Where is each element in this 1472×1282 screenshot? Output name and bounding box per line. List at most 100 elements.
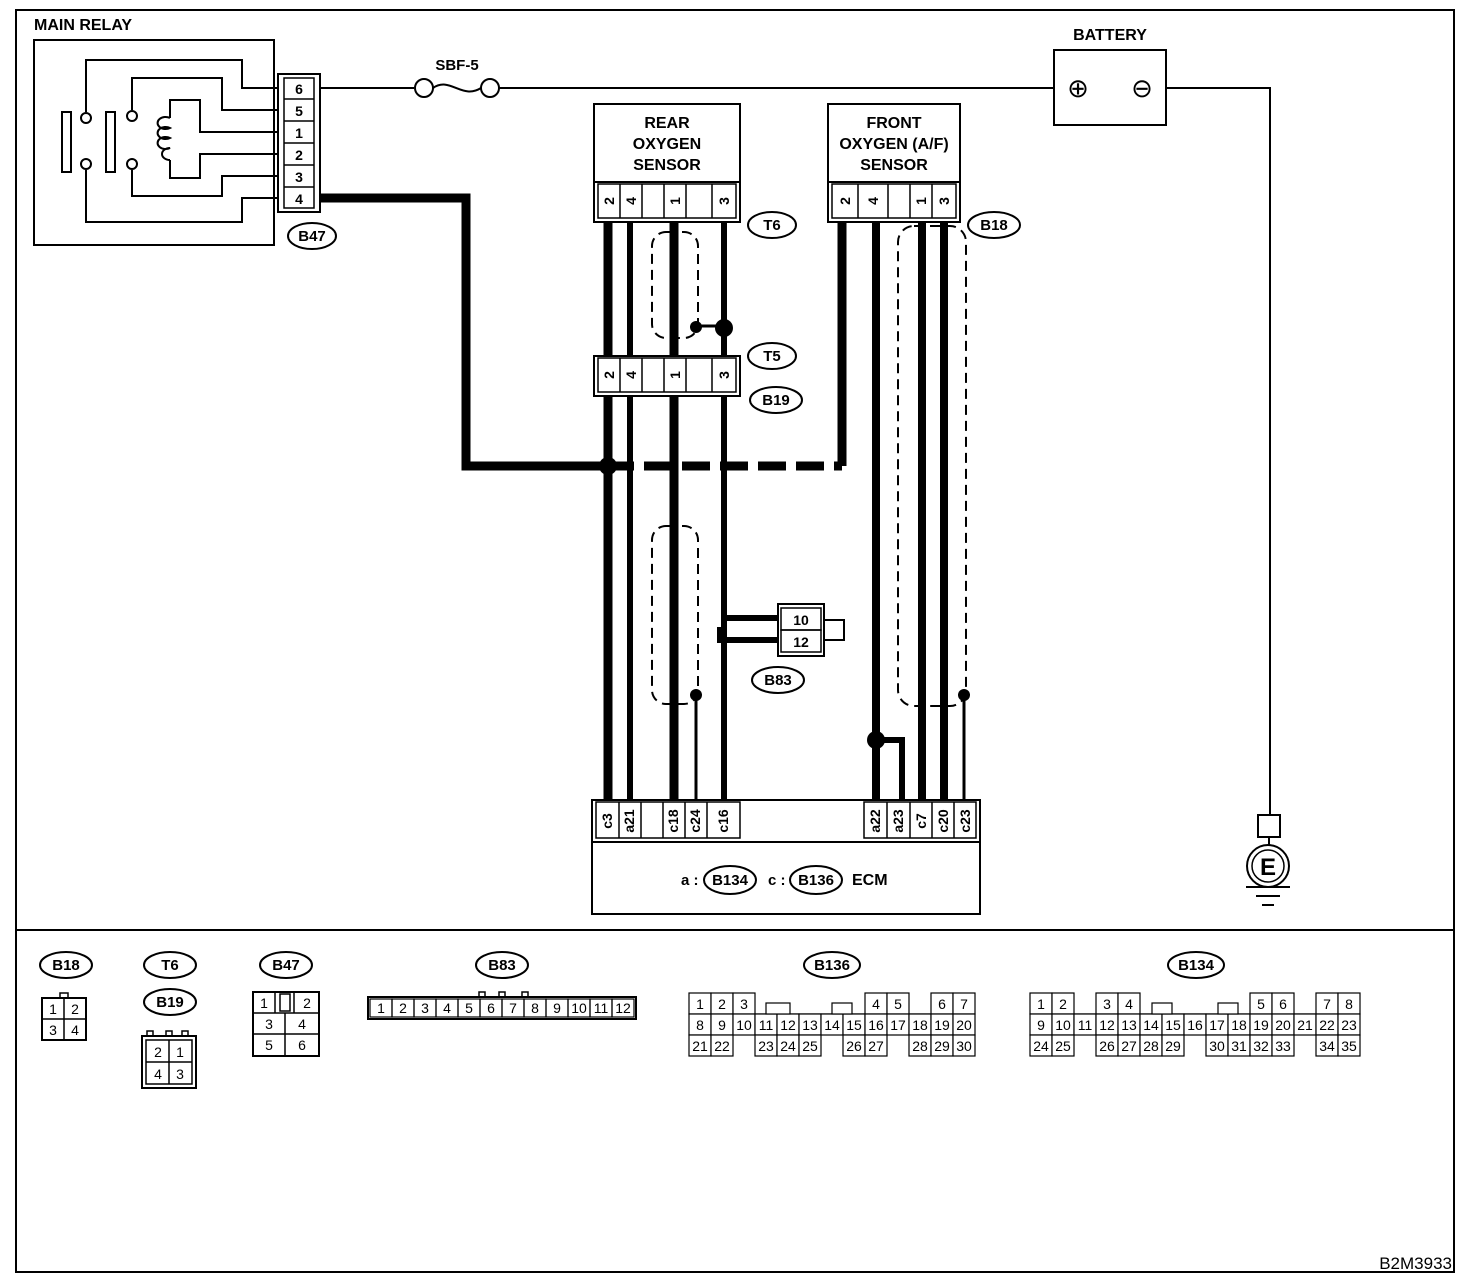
battery-minus-icon: ⊖ [1131, 73, 1153, 103]
legend-cell: 22 [1319, 1017, 1335, 1033]
connector-tag-t5 [747, 342, 797, 370]
rear-sensor-pin: 4 [623, 197, 639, 205]
legend-cell: 2 [154, 1044, 162, 1060]
legend-tag-b136 [803, 951, 861, 979]
legend-cell: 1 [176, 1044, 184, 1060]
connector-tag-b134 [703, 865, 757, 895]
connector-tag-t6 [747, 211, 797, 239]
legend-cell: 12 [780, 1017, 796, 1033]
legend-cell: 2 [718, 996, 726, 1012]
main-relay-pin-label: 4 [295, 191, 303, 207]
legend-cell: 24 [780, 1038, 796, 1054]
ground-label: E [1260, 854, 1276, 881]
legend-cell-box [1337, 1034, 1361, 1057]
front-sensor-pin: 2 [837, 197, 853, 205]
legend-cell: 14 [824, 1017, 840, 1033]
joint-connector-t5-b19: 2 4 1 3 T5 B19 [593, 342, 803, 414]
legend-cell: 19 [934, 1017, 950, 1033]
ecm-pin: c7 [913, 813, 929, 829]
legend-cell: 24 [1033, 1038, 1049, 1054]
harness-wires [320, 193, 966, 810]
legend-cell-box [611, 998, 635, 1018]
legend-cell: 2 [1059, 996, 1067, 1012]
ecm-pin: c3 [599, 813, 615, 829]
ecm-pin: c24 [687, 809, 703, 833]
legend-tag-b19 [143, 988, 197, 1016]
legend-cell-box [864, 1034, 888, 1057]
legend-cell: 6 [938, 996, 946, 1012]
legend-cell: 9 [553, 1000, 561, 1016]
legend-cell: 19 [1253, 1017, 1269, 1033]
main-relay-pin-label: 1 [295, 125, 303, 141]
legend-cell: 1 [260, 995, 268, 1011]
legend-cell: 29 [1165, 1038, 1181, 1054]
legend-cell: 3 [421, 1000, 429, 1016]
legend-cell: 25 [802, 1038, 818, 1054]
ecm-pin: c23 [957, 809, 973, 833]
legend-cell: 4 [872, 996, 880, 1012]
ecm-pin: c18 [665, 809, 681, 833]
connector-tag-b47 [287, 222, 337, 250]
ecm-unit: c3 a21 c18 c24 c16 a22 a23 c7 c20 c23 a … [591, 799, 981, 915]
main-relay-pin-label: 2 [295, 147, 303, 163]
connector-tag-b136 [789, 865, 843, 895]
ecm-pin: c20 [935, 809, 951, 833]
legend-cell: 23 [758, 1038, 774, 1054]
legend-cell: 10 [736, 1017, 752, 1033]
front-sensor-line1: FRONT [866, 115, 921, 132]
rear-sensor-pin: 2 [601, 197, 617, 205]
connector-tag-b83 [751, 666, 805, 694]
connector-tag-b18-label: B18 [980, 217, 1008, 234]
legend-lock-tab [765, 1002, 791, 1015]
connector-tag-b83-label: B83 [764, 672, 792, 689]
legend-cell: 9 [1037, 1017, 1045, 1033]
legend-cell: 28 [912, 1038, 928, 1054]
legend-tag-b19-label: B19 [156, 994, 184, 1011]
legend-cell: 3 [265, 1016, 273, 1032]
legend-cell: 3 [176, 1066, 184, 1082]
legend-lock-tab [831, 1002, 853, 1015]
connector-tag-t5-label: T5 [763, 348, 781, 365]
legend-cell: 1 [377, 1000, 385, 1016]
legend-cell-box [952, 1034, 976, 1057]
legend-cell-box [1051, 1034, 1075, 1057]
legend-cell: 30 [1209, 1038, 1225, 1054]
fuse-sbf5: SBF-5 [414, 57, 500, 98]
legend-cell: 4 [154, 1066, 162, 1082]
connector-b83: 10 12 B83 [751, 603, 845, 694]
connector-tag-b47-label: B47 [298, 228, 326, 245]
joint-pin: 1 [667, 371, 683, 379]
legend-cell: 22 [714, 1038, 730, 1054]
legend-cell: 25 [1055, 1038, 1071, 1054]
legend-cell: 3 [740, 996, 748, 1012]
legend-cell: 16 [1187, 1017, 1203, 1033]
connector-tag-b18 [967, 211, 1021, 239]
main-relay-pin-label: 6 [295, 81, 303, 97]
front-sensor-line2: OXYGEN (A/F) [839, 136, 948, 153]
diagram-code: B2M3933 [1379, 1254, 1452, 1273]
legend-tag-b83 [475, 951, 529, 979]
main-relay-pin: 6 5 1 2 3 4 [284, 81, 314, 207]
legend-cell: 11 [1078, 1017, 1093, 1033]
legend-cell: 3 [1103, 996, 1111, 1012]
joint-pin: 3 [716, 371, 732, 379]
legend-cell: 4 [443, 1000, 451, 1016]
junction-dots [599, 319, 970, 749]
legend-cell-box [1161, 1034, 1185, 1057]
ecm-prefix-c: c : [768, 872, 786, 889]
legend-cell: 4 [1125, 996, 1133, 1012]
legend-cell: 13 [802, 1017, 818, 1033]
legend-cell: 27 [1121, 1038, 1137, 1054]
joint-pin: 2 [601, 371, 617, 379]
front-sensor-pin: 1 [913, 197, 929, 205]
legend-tag-b18 [39, 951, 93, 979]
legend: B18 1 2 3 4 T6 B19 2 1 4 3 B47 1 [39, 951, 1361, 1089]
legend-cell: 8 [1345, 996, 1353, 1012]
front-sensor-line3: SENSOR [860, 157, 928, 174]
ecm-pin: a23 [890, 809, 906, 833]
legend-cell: 17 [890, 1017, 906, 1033]
legend-cell: 1 [1037, 996, 1045, 1012]
ground-symbol: E [1246, 814, 1290, 906]
